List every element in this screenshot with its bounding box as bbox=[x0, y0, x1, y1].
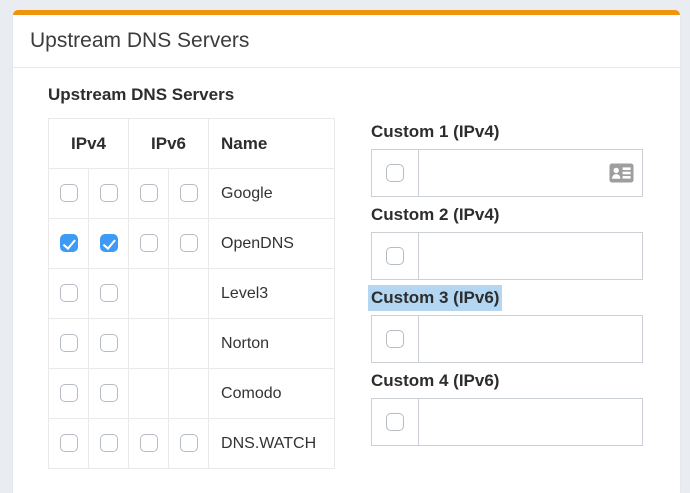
checkbox-opendns-ipv6-primary[interactable] bbox=[139, 234, 158, 253]
cell bbox=[168, 418, 210, 469]
checkbox-comodo-ipv4-primary[interactable] bbox=[59, 384, 78, 403]
checkbox-comodo-ipv4-secondary[interactable] bbox=[99, 384, 118, 403]
table-row-norton: Norton bbox=[48, 318, 336, 369]
custom-2-checkbox[interactable] bbox=[386, 247, 404, 265]
checkbox-level3-ipv4-primary[interactable] bbox=[59, 284, 78, 303]
checkbox-google-ipv6-primary[interactable] bbox=[139, 184, 158, 203]
cell bbox=[128, 218, 170, 269]
page-title: Upstream DNS Servers bbox=[30, 29, 250, 52]
dns-table-column: Upstream DNS Servers IPv4 IPv6 Name bbox=[47, 85, 336, 469]
column-header-name: Name bbox=[208, 118, 336, 169]
autofill-contact-card-icon bbox=[609, 163, 634, 183]
cell bbox=[48, 418, 89, 469]
custom-2-label: Custom 2 (IPv4) bbox=[371, 205, 500, 224]
checkbox-dnswatch-ipv4-secondary[interactable] bbox=[99, 434, 118, 453]
custom-4-checkbox[interactable] bbox=[386, 413, 404, 431]
checkbox-opendns-ipv6-secondary[interactable] bbox=[179, 234, 198, 253]
cell bbox=[48, 268, 89, 319]
checkbox-google-ipv6-secondary[interactable] bbox=[179, 184, 198, 203]
empty-cell bbox=[128, 368, 170, 419]
custom-3-addon bbox=[372, 316, 419, 362]
cell bbox=[87, 168, 130, 219]
custom-1-input-group bbox=[371, 149, 643, 197]
custom-3-ip-input[interactable] bbox=[419, 316, 642, 362]
custom-1-label: Custom 1 (IPv4) bbox=[371, 122, 500, 141]
custom-3-label: Custom 3 (IPv6) bbox=[371, 288, 500, 308]
dns-provider-name: Google bbox=[208, 168, 336, 219]
custom-4-addon bbox=[372, 399, 419, 445]
custom-2-ip-input[interactable] bbox=[419, 233, 642, 279]
custom-field-4: Custom 4 (IPv6) bbox=[371, 371, 643, 446]
empty-cell bbox=[128, 268, 170, 319]
checkbox-google-ipv4-primary[interactable] bbox=[59, 184, 78, 203]
checkbox-opendns-ipv4-primary[interactable] bbox=[59, 234, 78, 253]
custom-field-3: Custom 3 (IPv6) bbox=[371, 288, 643, 363]
checkbox-norton-ipv4-secondary[interactable] bbox=[99, 334, 118, 353]
checkbox-opendns-ipv4-secondary[interactable] bbox=[99, 234, 118, 253]
custom-3-input-group bbox=[371, 315, 643, 363]
custom-4-label: Custom 4 (IPv6) bbox=[371, 371, 500, 390]
empty-cell bbox=[168, 368, 210, 419]
cell bbox=[87, 318, 130, 369]
custom-4-input-group bbox=[371, 398, 643, 446]
cell bbox=[48, 168, 89, 219]
dns-provider-name: OpenDNS bbox=[208, 218, 336, 269]
empty-cell bbox=[168, 268, 210, 319]
table-row-google: Google bbox=[48, 168, 336, 219]
table-row-comodo: Comodo bbox=[48, 368, 336, 419]
empty-cell bbox=[168, 318, 210, 369]
custom-1-checkbox[interactable] bbox=[386, 164, 404, 182]
cell bbox=[168, 218, 210, 269]
custom-1-ip-input[interactable] bbox=[419, 150, 642, 196]
checkbox-dnswatch-ipv4-primary[interactable] bbox=[59, 434, 78, 453]
section-heading: Upstream DNS Servers bbox=[48, 85, 235, 104]
custom-dns-column: Custom 1 (IPv4) Custom 2 (IPv4) bbox=[371, 122, 643, 454]
upstream-dns-table: IPv4 IPv6 Name Google bbox=[47, 118, 336, 469]
cell bbox=[128, 168, 170, 219]
cell bbox=[48, 368, 89, 419]
cell bbox=[48, 218, 89, 269]
table-row-dnswatch: DNS.WATCH bbox=[48, 418, 336, 469]
checkbox-level3-ipv4-secondary[interactable] bbox=[99, 284, 118, 303]
dns-provider-name: DNS.WATCH bbox=[208, 418, 336, 469]
card-body: Upstream DNS Servers IPv4 IPv6 Name bbox=[13, 68, 680, 492]
custom-3-checkbox[interactable] bbox=[386, 330, 404, 348]
column-header-ipv6: IPv6 bbox=[128, 118, 210, 169]
upstream-dns-card: Upstream DNS Servers Upstream DNS Server… bbox=[13, 10, 680, 493]
cell bbox=[87, 418, 130, 469]
table-header-row: IPv4 IPv6 Name bbox=[47, 118, 336, 169]
cell bbox=[128, 418, 170, 469]
checkbox-dnswatch-ipv6-secondary[interactable] bbox=[179, 434, 198, 453]
dns-provider-name: Level3 bbox=[208, 268, 336, 319]
dns-provider-name: Comodo bbox=[208, 368, 336, 419]
cell bbox=[87, 218, 130, 269]
custom-2-input-group bbox=[371, 232, 643, 280]
custom-field-2: Custom 2 (IPv4) bbox=[371, 205, 643, 280]
empty-cell bbox=[128, 318, 170, 369]
dns-provider-name: Norton bbox=[208, 318, 336, 369]
custom-field-1: Custom 1 (IPv4) bbox=[371, 122, 643, 197]
card-header: Upstream DNS Servers bbox=[13, 15, 680, 68]
table-row-opendns: OpenDNS bbox=[48, 218, 336, 269]
custom-2-addon bbox=[372, 233, 419, 279]
cell bbox=[168, 168, 210, 219]
checkbox-dnswatch-ipv6-primary[interactable] bbox=[139, 434, 158, 453]
column-header-ipv4: IPv4 bbox=[47, 118, 130, 169]
custom-1-addon bbox=[372, 150, 419, 196]
custom-4-ip-input[interactable] bbox=[419, 399, 642, 445]
cell bbox=[87, 268, 130, 319]
table-row-level3: Level3 bbox=[48, 268, 336, 319]
card-accent-bar bbox=[13, 10, 680, 15]
cell bbox=[48, 318, 89, 369]
checkbox-google-ipv4-secondary[interactable] bbox=[99, 184, 118, 203]
checkbox-norton-ipv4-primary[interactable] bbox=[59, 334, 78, 353]
cell bbox=[87, 368, 130, 419]
